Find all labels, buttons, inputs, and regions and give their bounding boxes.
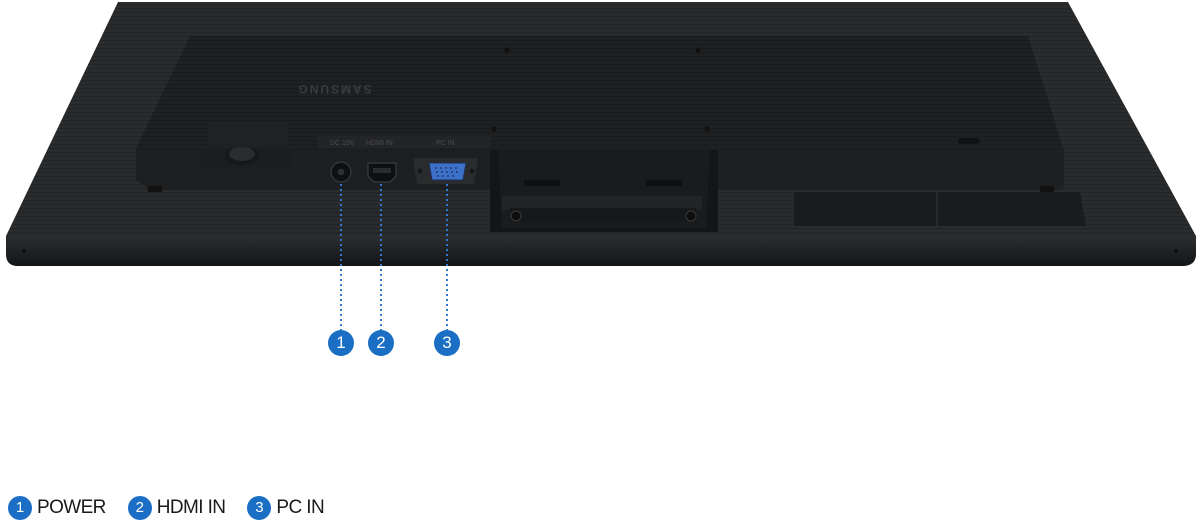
monitor-bottom-edge	[6, 236, 1196, 266]
port-legend: 1 POWER 2 HDMI IN 3 PC IN	[8, 495, 325, 521]
legend-label: POWER	[37, 497, 106, 518]
legend-item-hdmi: 2 HDMI IN	[127, 496, 226, 520]
port-label-power: DC 19V	[330, 140, 355, 147]
brand-mark: SAMSUNG	[296, 82, 371, 96]
legend-badge: 1	[8, 496, 32, 520]
callout-badge-power: 1	[328, 330, 354, 356]
legend-item-pc: 3 PC IN	[247, 496, 325, 520]
callout-badge-hdmi: 2	[368, 330, 394, 356]
callout-badge-pc: 3	[434, 330, 460, 356]
legend-badge: 2	[127, 496, 152, 520]
vesa-screw-holes	[491, 47, 710, 132]
port-label-hdmi: HDMI IN	[366, 140, 393, 147]
legend-label: PC IN	[276, 497, 325, 518]
callout-lines	[340, 184, 448, 330]
legend-label: HDMI IN	[156, 497, 226, 518]
port-label-pc: PC IN	[436, 140, 455, 147]
legend-item-power: 1 POWER	[8, 496, 106, 520]
legend-badge: 3	[247, 496, 272, 520]
